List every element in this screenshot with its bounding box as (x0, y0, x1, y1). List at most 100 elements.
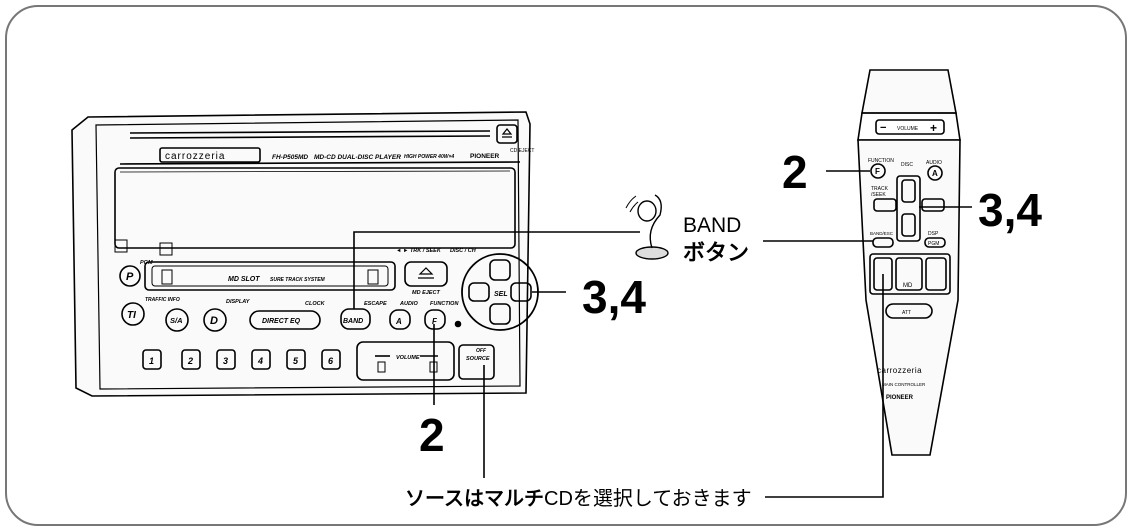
rm-seek: /SEEK (871, 192, 886, 198)
rm-audio: AUDIO (926, 160, 942, 166)
step-number-2-bottom: 2 (419, 409, 445, 461)
rm-function: FUNCTION (868, 158, 894, 164)
remote-seek-right[interactable] (921, 198, 945, 212)
bottom-caption-bold: ソースはマルチ (405, 488, 544, 510)
rm-maker: PIONEER (886, 395, 914, 401)
hu-cd-eject: CD EJECT (510, 148, 534, 154)
hu-clock: CLOCK (305, 301, 326, 307)
rm-track: TRACK (871, 186, 889, 192)
hu-escape: ESCAPE (364, 301, 387, 307)
hu-ti: TI (127, 310, 136, 321)
remote-cross-pad[interactable] (896, 175, 921, 242)
hu-a: A (395, 317, 402, 326)
hu-volume: VOLUME (396, 355, 420, 361)
preset-label-3: 3 (223, 356, 228, 366)
md-eject-button[interactable] (404, 261, 448, 287)
hu-brand: carrozzeria (165, 151, 225, 162)
remote-pgm-button[interactable] (924, 237, 946, 248)
band-label: BAND (683, 214, 741, 237)
hu-audio: AUDIO (399, 301, 418, 307)
p-button[interactable] (119, 265, 141, 287)
preset-label-4: 4 (257, 356, 263, 366)
hu-sa: S/A (170, 316, 183, 325)
band-button[interactable] (340, 308, 371, 330)
hu-source: SOURCE (466, 356, 490, 362)
cd-logo-icon (114, 239, 128, 253)
remote-volume-rocker[interactable] (875, 119, 945, 135)
hu-display: DISPLAY (226, 299, 251, 305)
rm-volume: VOLUME (897, 126, 919, 132)
rm-band-esc: BAND/ESC (870, 231, 894, 236)
ti-button[interactable] (121, 302, 145, 326)
remote-labels: − VOLUME + FUNCTION F DISC AUDIO A TRACK… (868, 121, 942, 401)
hu-pgm: PGM (140, 260, 153, 266)
audio-button[interactable] (389, 309, 411, 330)
hu-band: BAND (343, 318, 363, 325)
rm-a: A (932, 169, 938, 178)
joystick-up[interactable] (489, 259, 511, 281)
preset-button-6[interactable] (321, 349, 341, 370)
step-number-34-center: 3,4 (582, 271, 646, 323)
head-unit-labels: carrozzeria FH-P505MD MD-CD DUAL-DISC PL… (126, 148, 534, 366)
rm-main-controller: MAIN CONTROLLER (882, 382, 926, 387)
direct-eq-button[interactable] (249, 310, 321, 330)
hu-power: HIGH POWER 40W×4 (404, 154, 454, 160)
remote-disc-down[interactable] (901, 213, 916, 237)
preset-button-4[interactable] (251, 349, 271, 370)
leader-lines (353, 170, 972, 498)
rm-md: MD (903, 283, 913, 289)
preset-button-5[interactable] (286, 349, 306, 370)
hu-off: OFF (476, 348, 487, 354)
hu-sel: SEL (494, 291, 508, 298)
preset-label-1: 1 (149, 356, 154, 366)
display-button[interactable] (203, 308, 227, 332)
cd-eject-button[interactable] (496, 124, 518, 144)
remote-band-esc-button[interactable] (872, 237, 894, 248)
joystick-down[interactable] (489, 303, 511, 325)
preset-label-6: 6 (328, 356, 334, 366)
remote-att-button[interactable] (885, 303, 933, 319)
hu-model: FH-P505MD (272, 154, 308, 161)
band-button-label: ボタン (683, 240, 749, 265)
callouts: 2 3,4 3,4 2 BAND ボタン ソースはマルチCDを選択しておきます (405, 146, 1042, 510)
preset-labels: 1 2 3 4 5 6 (149, 356, 334, 366)
bottom-caption: ソースはマルチCDを選択しておきます (405, 487, 752, 510)
hu-md-slot: MD SLOT (228, 276, 260, 283)
remote-seek-left[interactable] (873, 198, 897, 212)
leader-remote-source (765, 274, 884, 498)
rm-att: ATT (902, 310, 911, 316)
remote-cd-button[interactable] (925, 257, 947, 291)
remote-audio-button[interactable] (927, 165, 943, 181)
volume-rocker[interactable] (356, 341, 455, 381)
md-logo-icon (159, 242, 173, 256)
remote-disc-up[interactable] (901, 179, 916, 203)
hu-sure-track: SURE TRACK SYSTEM (270, 277, 326, 283)
joystick-left[interactable] (468, 282, 490, 302)
rm-brand: carrozzeria (877, 366, 922, 375)
sa-button[interactable] (165, 308, 189, 332)
preset-button-3[interactable] (216, 349, 236, 370)
function-button[interactable] (424, 309, 446, 330)
joystick-right[interactable] (510, 282, 532, 302)
leader-band (353, 231, 640, 309)
preset-label-2: 2 (187, 356, 193, 366)
step-number-34-right: 3,4 (978, 184, 1042, 236)
head-unit (71, 111, 539, 397)
rm-dsp: DSP (928, 231, 939, 237)
finger-press-icon (625, 194, 669, 260)
hu-direct-eq: DIRECT EQ (262, 318, 301, 325)
preset-buttons (142, 349, 341, 370)
hu-description: MD-CD DUAL-DISC PLAYER (314, 154, 401, 161)
rm-f: F (875, 167, 880, 176)
hu-f: F (432, 317, 438, 326)
preset-button-2[interactable] (181, 349, 201, 370)
remote-md-button[interactable] (895, 257, 923, 291)
rm-pgm: PGM (928, 241, 939, 247)
source-button[interactable] (458, 344, 495, 380)
preset-label-5: 5 (293, 356, 299, 366)
display-window (114, 167, 516, 249)
preset-button-1[interactable] (142, 349, 162, 370)
remote-function-button[interactable] (870, 163, 886, 179)
rm-volume-minus: − (880, 122, 886, 134)
